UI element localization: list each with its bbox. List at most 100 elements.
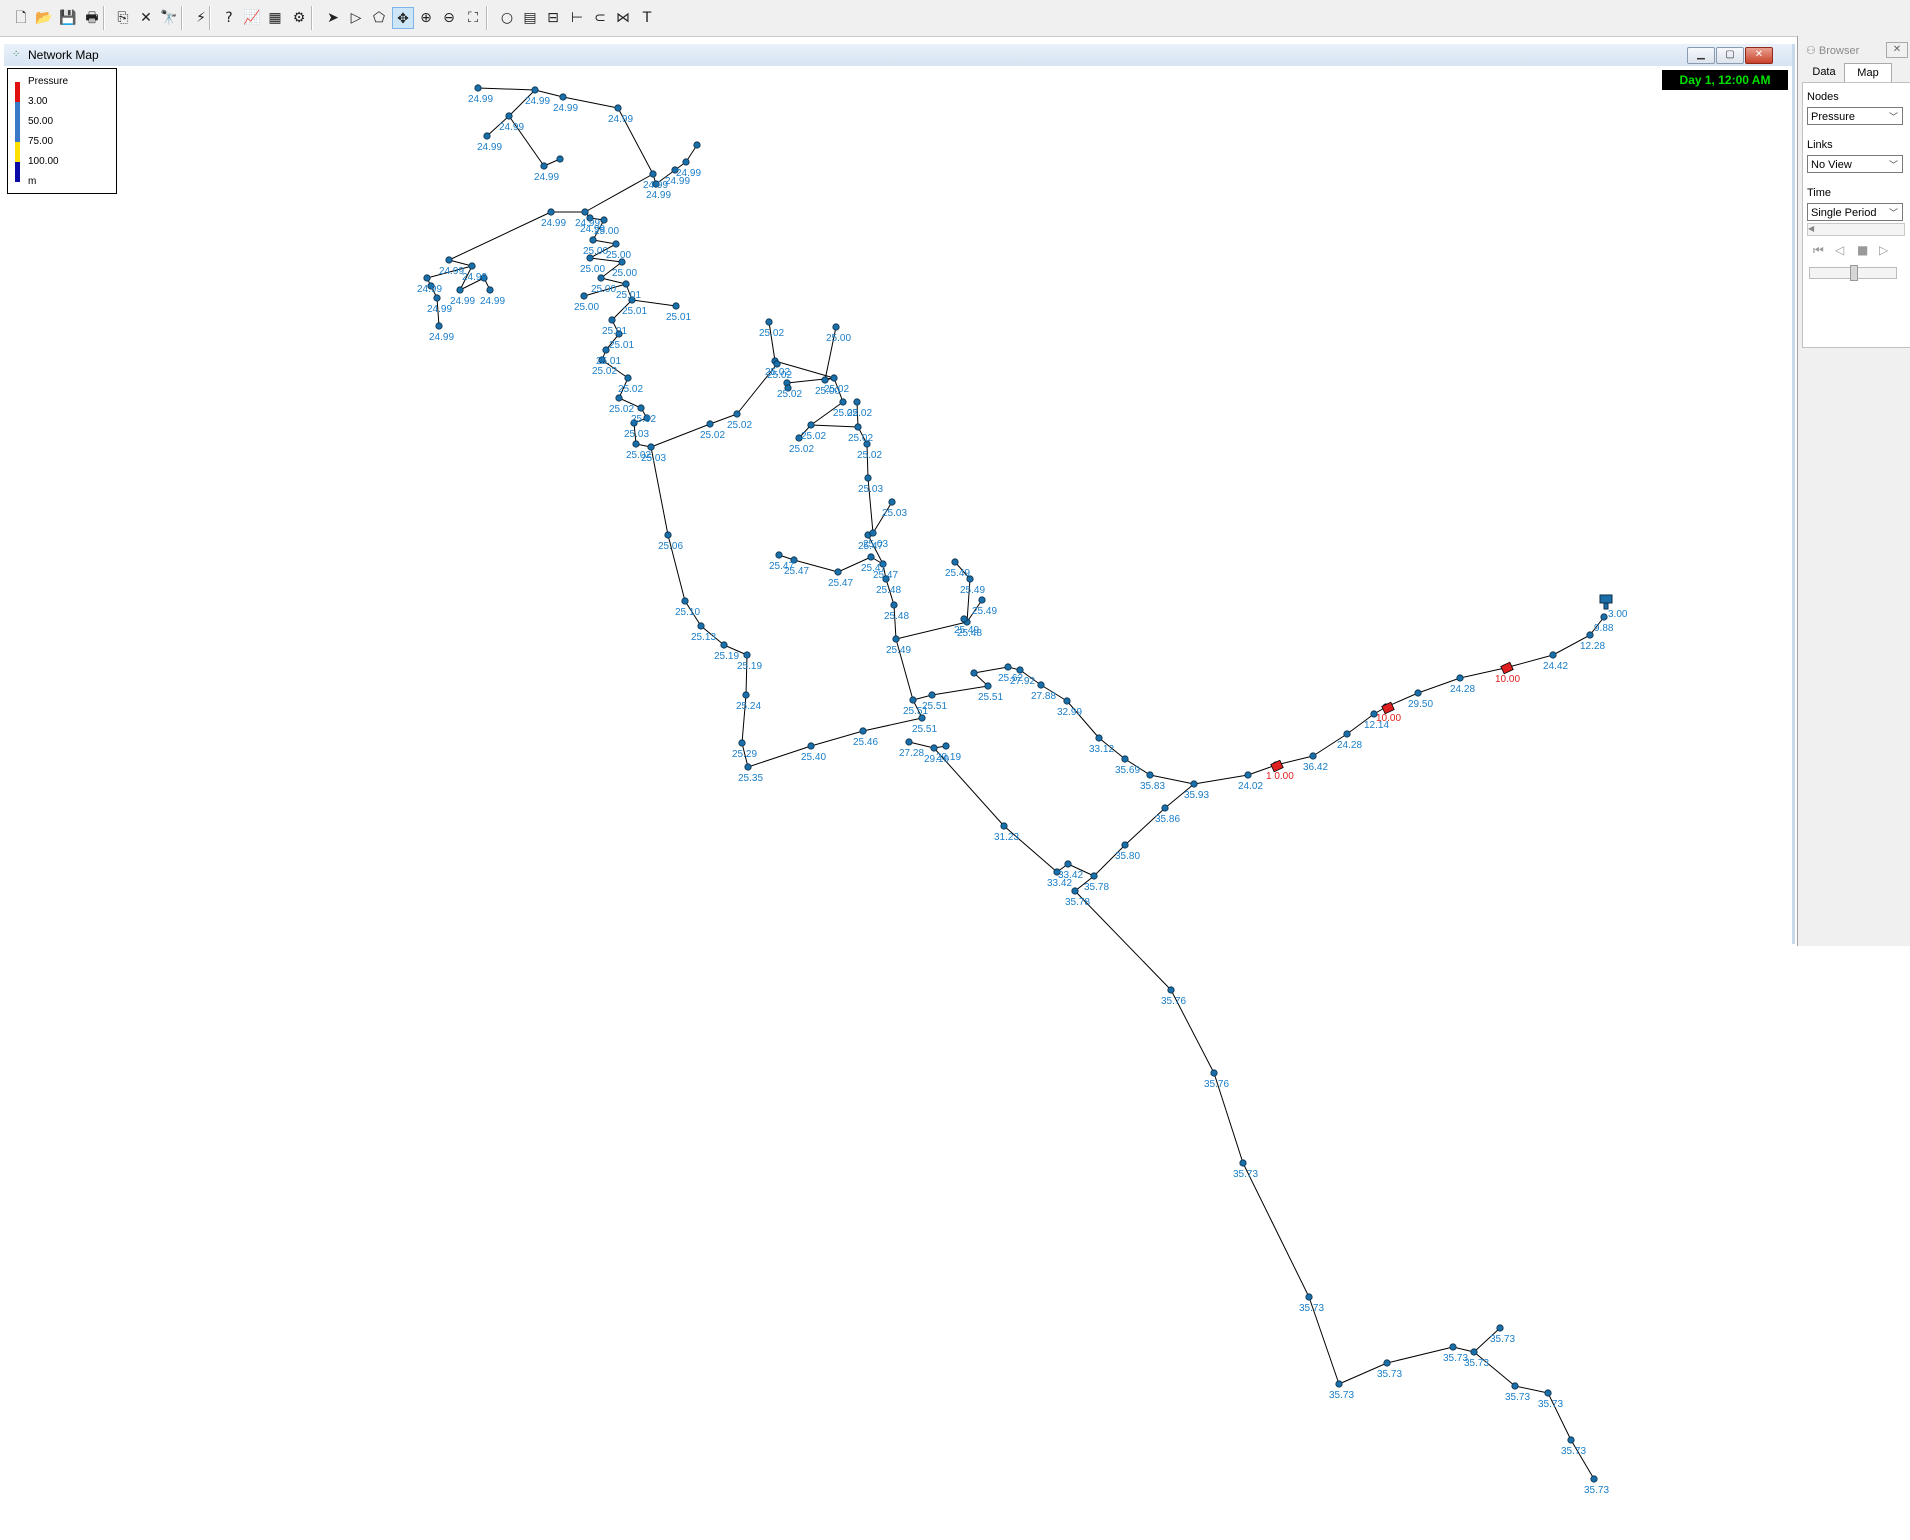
- pipe-link[interactable]: [1552, 634, 1591, 656]
- junction-node[interactable]: [795, 434, 803, 442]
- browser-close-button[interactable]: ✕: [1886, 42, 1908, 58]
- junction-node[interactable]: [1037, 681, 1045, 689]
- junction-node[interactable]: [643, 414, 651, 422]
- junction-node[interactable]: [775, 551, 783, 559]
- junction-node[interactable]: [1414, 689, 1422, 697]
- pipe-link[interactable]: [562, 96, 619, 109]
- add-valve-icon[interactable]: ⋈: [616, 10, 630, 26]
- junction-node[interactable]: [951, 558, 959, 566]
- junction-node[interactable]: [547, 208, 555, 216]
- pipe-link[interactable]: [700, 625, 725, 646]
- junction-node[interactable]: [1064, 860, 1072, 868]
- junction-node[interactable]: [821, 376, 829, 384]
- pipe-link[interactable]: [837, 556, 872, 573]
- junction-node[interactable]: [1071, 887, 1079, 895]
- open-folder-icon[interactable]: 📂: [35, 10, 53, 26]
- junction-node[interactable]: [618, 258, 626, 266]
- add-junction-icon[interactable]: ○: [500, 10, 514, 26]
- junction-node[interactable]: [743, 651, 751, 659]
- pipe-link[interactable]: [589, 257, 623, 263]
- pipe-link[interactable]: [1213, 1072, 1244, 1164]
- junction-node[interactable]: [978, 596, 986, 604]
- pipe-link[interactable]: [1067, 863, 1095, 877]
- junction-node[interactable]: [540, 162, 548, 170]
- junction-node[interactable]: [456, 286, 464, 294]
- junction-node[interactable]: [1456, 674, 1464, 682]
- table-icon[interactable]: ▦: [268, 10, 282, 26]
- junction-node[interactable]: [1095, 734, 1103, 742]
- junction-node[interactable]: [888, 498, 896, 506]
- add-pipe-icon[interactable]: ⊢: [570, 10, 584, 26]
- junction-node[interactable]: [586, 214, 594, 222]
- tab-data[interactable]: Data: [1812, 66, 1836, 78]
- pipe-link[interactable]: [895, 621, 968, 640]
- junction-node[interactable]: [483, 132, 491, 140]
- junction-node[interactable]: [1146, 771, 1154, 779]
- pipe-link[interactable]: [583, 283, 627, 297]
- pipe-link[interactable]: [1098, 737, 1126, 760]
- pipe-link[interactable]: [966, 578, 971, 623]
- junction-node[interactable]: [742, 691, 750, 699]
- junction-node[interactable]: [1090, 872, 1098, 880]
- back-icon[interactable]: ◁: [1835, 243, 1845, 257]
- junction-node[interactable]: [773, 360, 781, 368]
- junction-node[interactable]: [608, 316, 616, 324]
- pipe-link[interactable]: [655, 169, 676, 185]
- junction-node[interactable]: [765, 318, 773, 326]
- pipe-link[interactable]: [459, 265, 473, 291]
- junction-node[interactable]: [622, 280, 630, 288]
- junction-node[interactable]: [1244, 771, 1252, 779]
- junction-node[interactable]: [615, 394, 623, 402]
- junction-node[interactable]: [1383, 1359, 1391, 1367]
- pipe-link[interactable]: [741, 742, 749, 768]
- pipe-link[interactable]: [459, 277, 485, 291]
- junction-node[interactable]: [918, 714, 926, 722]
- close-button[interactable]: ✕: [1745, 47, 1773, 64]
- pipe-link[interactable]: [618, 377, 629, 399]
- minimize-button[interactable]: ▁: [1687, 47, 1715, 64]
- pipe-link[interactable]: [833, 377, 844, 403]
- junction-node[interactable]: [832, 323, 840, 331]
- junction-node[interactable]: [960, 615, 968, 623]
- pipe-link[interactable]: [1040, 684, 1068, 702]
- pipe-link[interactable]: [667, 534, 686, 602]
- junction-node[interactable]: [624, 374, 632, 382]
- pipe-link[interactable]: [617, 107, 654, 175]
- junction-node[interactable]: [1190, 780, 1198, 788]
- nodes-select[interactable]: Pressure﹀: [1807, 107, 1903, 125]
- pipe-link[interactable]: [1308, 1296, 1340, 1385]
- pipe-link[interactable]: [774, 360, 835, 379]
- pipe-link[interactable]: [1074, 875, 1095, 892]
- rewind-icon[interactable]: ⏮: [1813, 243, 1824, 257]
- junction-node[interactable]: [863, 440, 871, 448]
- junction-node[interactable]: [1309, 752, 1317, 760]
- junction-node[interactable]: [890, 601, 898, 609]
- junction-node[interactable]: [632, 440, 640, 448]
- junction-node[interactable]: [706, 420, 714, 428]
- pipe-link[interactable]: [885, 578, 895, 606]
- pipe-link[interactable]: [1275, 755, 1314, 766]
- pipe-link[interactable]: [893, 604, 897, 640]
- junction-node[interactable]: [682, 158, 690, 166]
- junction-node[interactable]: [784, 384, 792, 392]
- junction-node[interactable]: [505, 112, 513, 120]
- junction-node[interactable]: [433, 294, 441, 302]
- junction-node[interactable]: [1511, 1382, 1519, 1390]
- junction-node[interactable]: [1210, 1069, 1218, 1077]
- pipe-link[interactable]: [709, 413, 738, 425]
- junction-node[interactable]: [839, 398, 847, 406]
- junction-node[interactable]: [480, 274, 488, 282]
- pipe-link[interactable]: [1247, 764, 1277, 776]
- pipe-link[interactable]: [601, 359, 629, 379]
- junction-node[interactable]: [892, 635, 900, 643]
- junction-node[interactable]: [630, 419, 638, 427]
- pipe-link[interactable]: [1124, 758, 1151, 776]
- pipe-link[interactable]: [611, 299, 633, 321]
- junction-node[interactable]: [733, 410, 741, 418]
- junction-node[interactable]: [854, 423, 862, 431]
- junction-node[interactable]: [853, 398, 861, 406]
- print-icon[interactable]: 🖶: [85, 10, 99, 26]
- add-tank-icon[interactable]: ⊟: [547, 10, 559, 26]
- junction-node[interactable]: [468, 262, 476, 270]
- select-vertex-icon[interactable]: ▷: [350, 10, 362, 26]
